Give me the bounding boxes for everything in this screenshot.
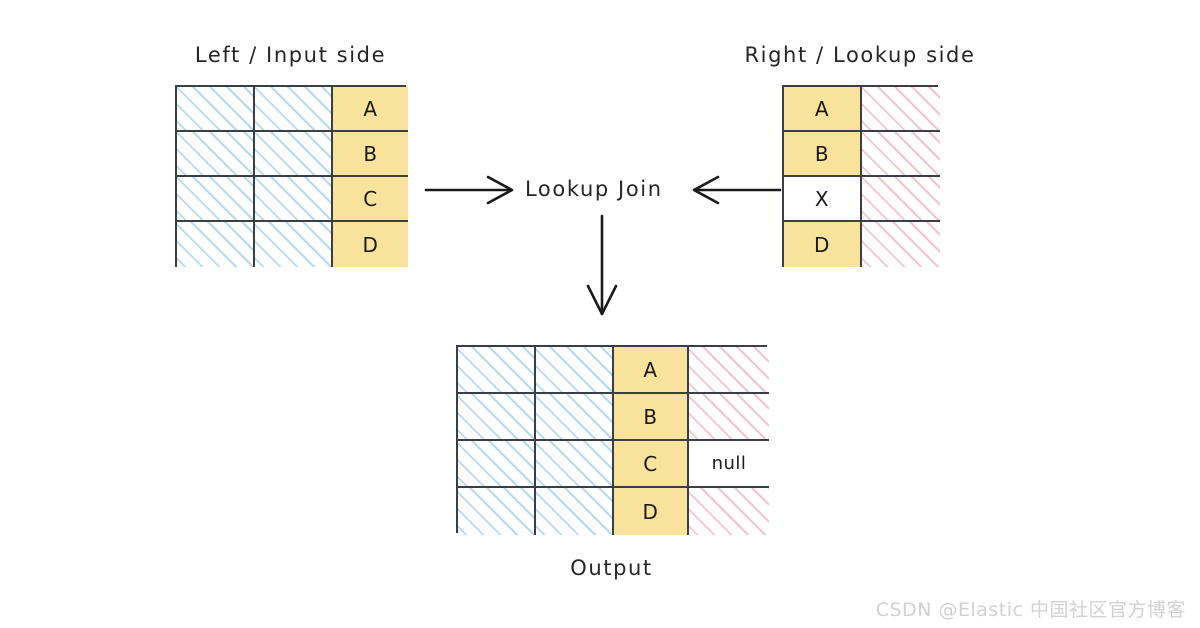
table-cell-payload (177, 132, 255, 177)
table-cell-lookup-payload (689, 488, 769, 535)
cell-value: X (814, 186, 830, 211)
table-cell-key: C (333, 177, 408, 222)
left-table-title: Left / Input side (194, 43, 387, 67)
table-cell-payload (177, 177, 255, 222)
table-cell-payload (177, 87, 255, 132)
output-table: A B C null D (456, 345, 769, 535)
right-lookup-table: A B X D (782, 85, 940, 267)
cell-value: B (643, 404, 658, 429)
table-cell-payload (536, 394, 614, 441)
table-cell-key: A (614, 347, 689, 394)
table-cell-lookup-payload (689, 347, 769, 394)
table-cell-payload (862, 177, 940, 222)
table-cell-payload (177, 222, 255, 267)
cell-value: D (642, 499, 659, 524)
table-cell-lookup-payload (689, 394, 769, 441)
arrow-join-to-output-icon (586, 214, 618, 316)
table-cell-payload (536, 488, 614, 535)
table-cell-payload (458, 441, 536, 488)
table-cell-key: C (614, 441, 689, 488)
cell-value: D (362, 232, 379, 257)
table-cell-payload (536, 347, 614, 394)
table-cell-payload (862, 87, 940, 132)
table-cell-key-unmatched: X (784, 177, 862, 222)
table-cell-key: D (784, 222, 862, 267)
table-cell-key: A (333, 87, 408, 132)
arrow-right-to-join-icon (692, 175, 782, 205)
cell-value: B (814, 141, 830, 166)
table-cell-key: D (614, 488, 689, 535)
lookup-join-label: Lookup Join (525, 177, 663, 201)
table-cell-payload (862, 132, 940, 177)
left-input-table: A B C D (175, 85, 408, 267)
table-cell-payload (458, 394, 536, 441)
cell-value: D (814, 232, 830, 257)
arrow-left-to-join-icon (424, 175, 514, 205)
table-cell-payload (458, 347, 536, 394)
cell-value: A (363, 96, 378, 121)
table-cell-payload (255, 132, 333, 177)
table-cell-payload (458, 488, 536, 535)
table-cell-key: B (614, 394, 689, 441)
cell-value: A (643, 357, 658, 382)
cell-value: B (363, 141, 378, 166)
table-cell-null: null (689, 441, 769, 488)
table-cell-payload (536, 441, 614, 488)
table-cell-payload (255, 222, 333, 267)
right-table-title: Right / Lookup side (744, 43, 976, 67)
cell-value: C (643, 451, 658, 476)
table-cell-key: D (333, 222, 408, 267)
table-cell-key: B (333, 132, 408, 177)
csdn-watermark: CSDN @Elastic 中国社区官方博客 (875, 599, 1186, 621)
table-cell-payload (255, 87, 333, 132)
cell-value: null (711, 452, 747, 474)
output-table-title: Output (570, 556, 653, 580)
table-cell-key: B (784, 132, 862, 177)
cell-value: C (363, 186, 378, 211)
table-cell-payload (862, 222, 940, 267)
table-cell-key: A (784, 87, 862, 132)
table-cell-payload (255, 177, 333, 222)
cell-value: A (814, 96, 830, 121)
